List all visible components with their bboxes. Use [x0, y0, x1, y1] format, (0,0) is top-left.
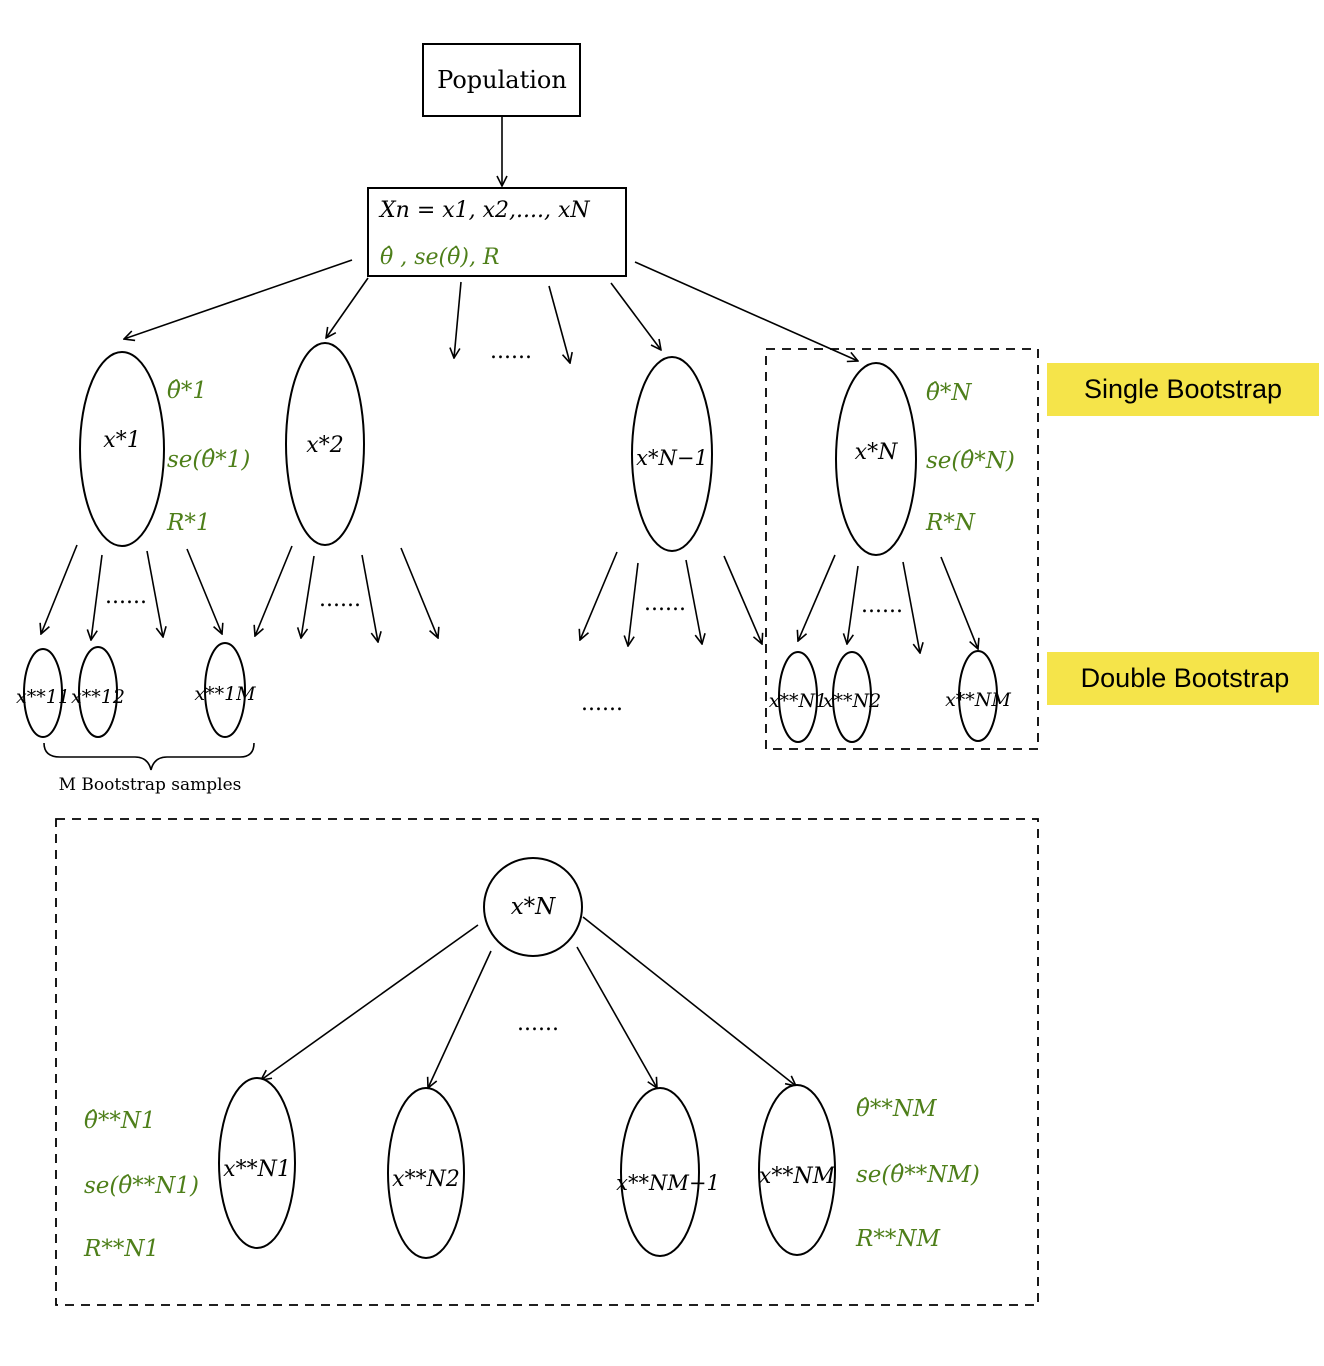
detail-child-1 [218, 1077, 296, 1249]
ellipsis-xN1: ...... [644, 591, 686, 616]
detail-right-theta: θ̂**NM [856, 1096, 938, 1122]
ellipsis-x1: ...... [105, 584, 147, 609]
detail-left-r: R**N1 [83, 1236, 159, 1262]
detail-child-3-label: x**NM−1 [616, 1171, 720, 1195]
edge-x1-d [186, 548, 222, 634]
leaf-xN1 [778, 651, 818, 743]
detail-edge-4 [582, 916, 796, 1086]
stat1-theta: θ̂*1 [167, 378, 207, 404]
leaf-x1M-label: x**1M [194, 683, 256, 705]
ellipsis-top: ...... [490, 339, 532, 364]
double-bootstrap-label: Double Bootstrap [1081, 663, 1290, 693]
detail-edge-3 [576, 946, 657, 1088]
edge-x2-c [361, 554, 378, 642]
edge-xN1-b [628, 562, 639, 646]
leaf-xNM [958, 650, 998, 742]
ellipsis-mid: ...... [581, 691, 623, 716]
leaf-xN2 [832, 651, 872, 743]
detail-right-r: R**NM [855, 1226, 941, 1252]
double-bootstrap-tag [1047, 652, 1319, 705]
sample-box [367, 187, 627, 277]
leaf-x12-label: x**12 [71, 686, 125, 708]
xN-subtree-frame [765, 348, 1039, 750]
leaf-x11-label: x**11 [16, 686, 70, 708]
edge-x2-d [400, 547, 438, 638]
detail-child-2 [387, 1087, 465, 1259]
node-xN1 [631, 356, 713, 552]
edge-sample-x1 [124, 259, 353, 339]
detail-child-1-label: x**N1 [223, 1157, 291, 1182]
ellipsis-x2: ...... [319, 587, 361, 612]
brace-label: M Bootstrap samples [59, 775, 242, 795]
population-box [422, 43, 581, 117]
edge-sample-dots-b [548, 285, 570, 363]
edge-sample-x2 [326, 277, 369, 338]
detail-edge-2 [428, 950, 492, 1088]
node-xN [835, 362, 917, 556]
statN-r: R*N [925, 510, 976, 536]
edge-xN-d [940, 556, 978, 649]
edge-xN-a [798, 554, 836, 641]
detail-ellipsis: ...... [517, 1011, 559, 1036]
node-x1 [79, 351, 165, 547]
detail-left-se: se(θ̂**N1) [84, 1173, 199, 1199]
edge-xN1-a [580, 551, 618, 640]
statN-se: se(θ̂*N) [926, 448, 1015, 474]
edge-xN-c [902, 561, 920, 653]
leaf-x12 [78, 646, 118, 738]
edge-sample-xN [634, 261, 858, 361]
statN-theta: θ̂*N [926, 380, 972, 406]
sample-stats: θ̂ , se(θ̂), R [380, 245, 500, 270]
leaf-x11 [23, 648, 63, 738]
edge-x1-a [41, 544, 78, 634]
ellipsis-xN: ...... [861, 593, 903, 618]
leaf-x1M [204, 642, 246, 738]
node-xN-label: x*N [855, 440, 898, 465]
single-bootstrap-label: Single Bootstrap [1084, 374, 1282, 404]
edge-sample-xN1 [610, 282, 661, 350]
stat1-se: se(θ̂*1) [167, 447, 250, 473]
edge-xN1-c [685, 559, 702, 644]
edge-sample-dots-a [454, 281, 462, 358]
edge-x2-a [255, 545, 293, 636]
leaf-xNM-label: x**NM [945, 689, 1011, 711]
edge-xN1-d [723, 555, 762, 644]
node-x1-label: x*1 [103, 428, 140, 453]
population-label: Population [437, 66, 567, 94]
edge-xN-b [847, 565, 859, 644]
stat1-r: R*1 [166, 510, 210, 536]
single-bootstrap-tag [1047, 363, 1319, 416]
detail-child-4-label: x**NM [759, 1164, 836, 1189]
leaf-xN1-label: x**N1 [769, 690, 827, 712]
leaf-xN2-label: x**N2 [823, 690, 881, 712]
detail-left-theta: θ̂**N1 [84, 1108, 156, 1134]
detail-child-4 [758, 1084, 836, 1256]
detail-child-3 [620, 1087, 700, 1257]
node-xN1-label: x*N−1 [636, 446, 708, 470]
detail-child-2-label: x**N2 [392, 1167, 460, 1192]
detail-frame [55, 818, 1039, 1306]
detail-right-se: se(θ̂**NM) [856, 1162, 980, 1188]
node-x2 [285, 342, 365, 546]
edge-x2-b [301, 555, 315, 638]
detail-root [483, 857, 583, 957]
detail-edge-1 [261, 924, 479, 1080]
edge-x1-b [91, 554, 103, 640]
detail-root-label: x*N [511, 894, 556, 920]
sample-line: Xn = x1, x2,...., xN [378, 198, 590, 223]
node-x2-label: x*2 [306, 433, 343, 458]
edge-x1-c [146, 550, 163, 637]
brace [43, 742, 255, 771]
